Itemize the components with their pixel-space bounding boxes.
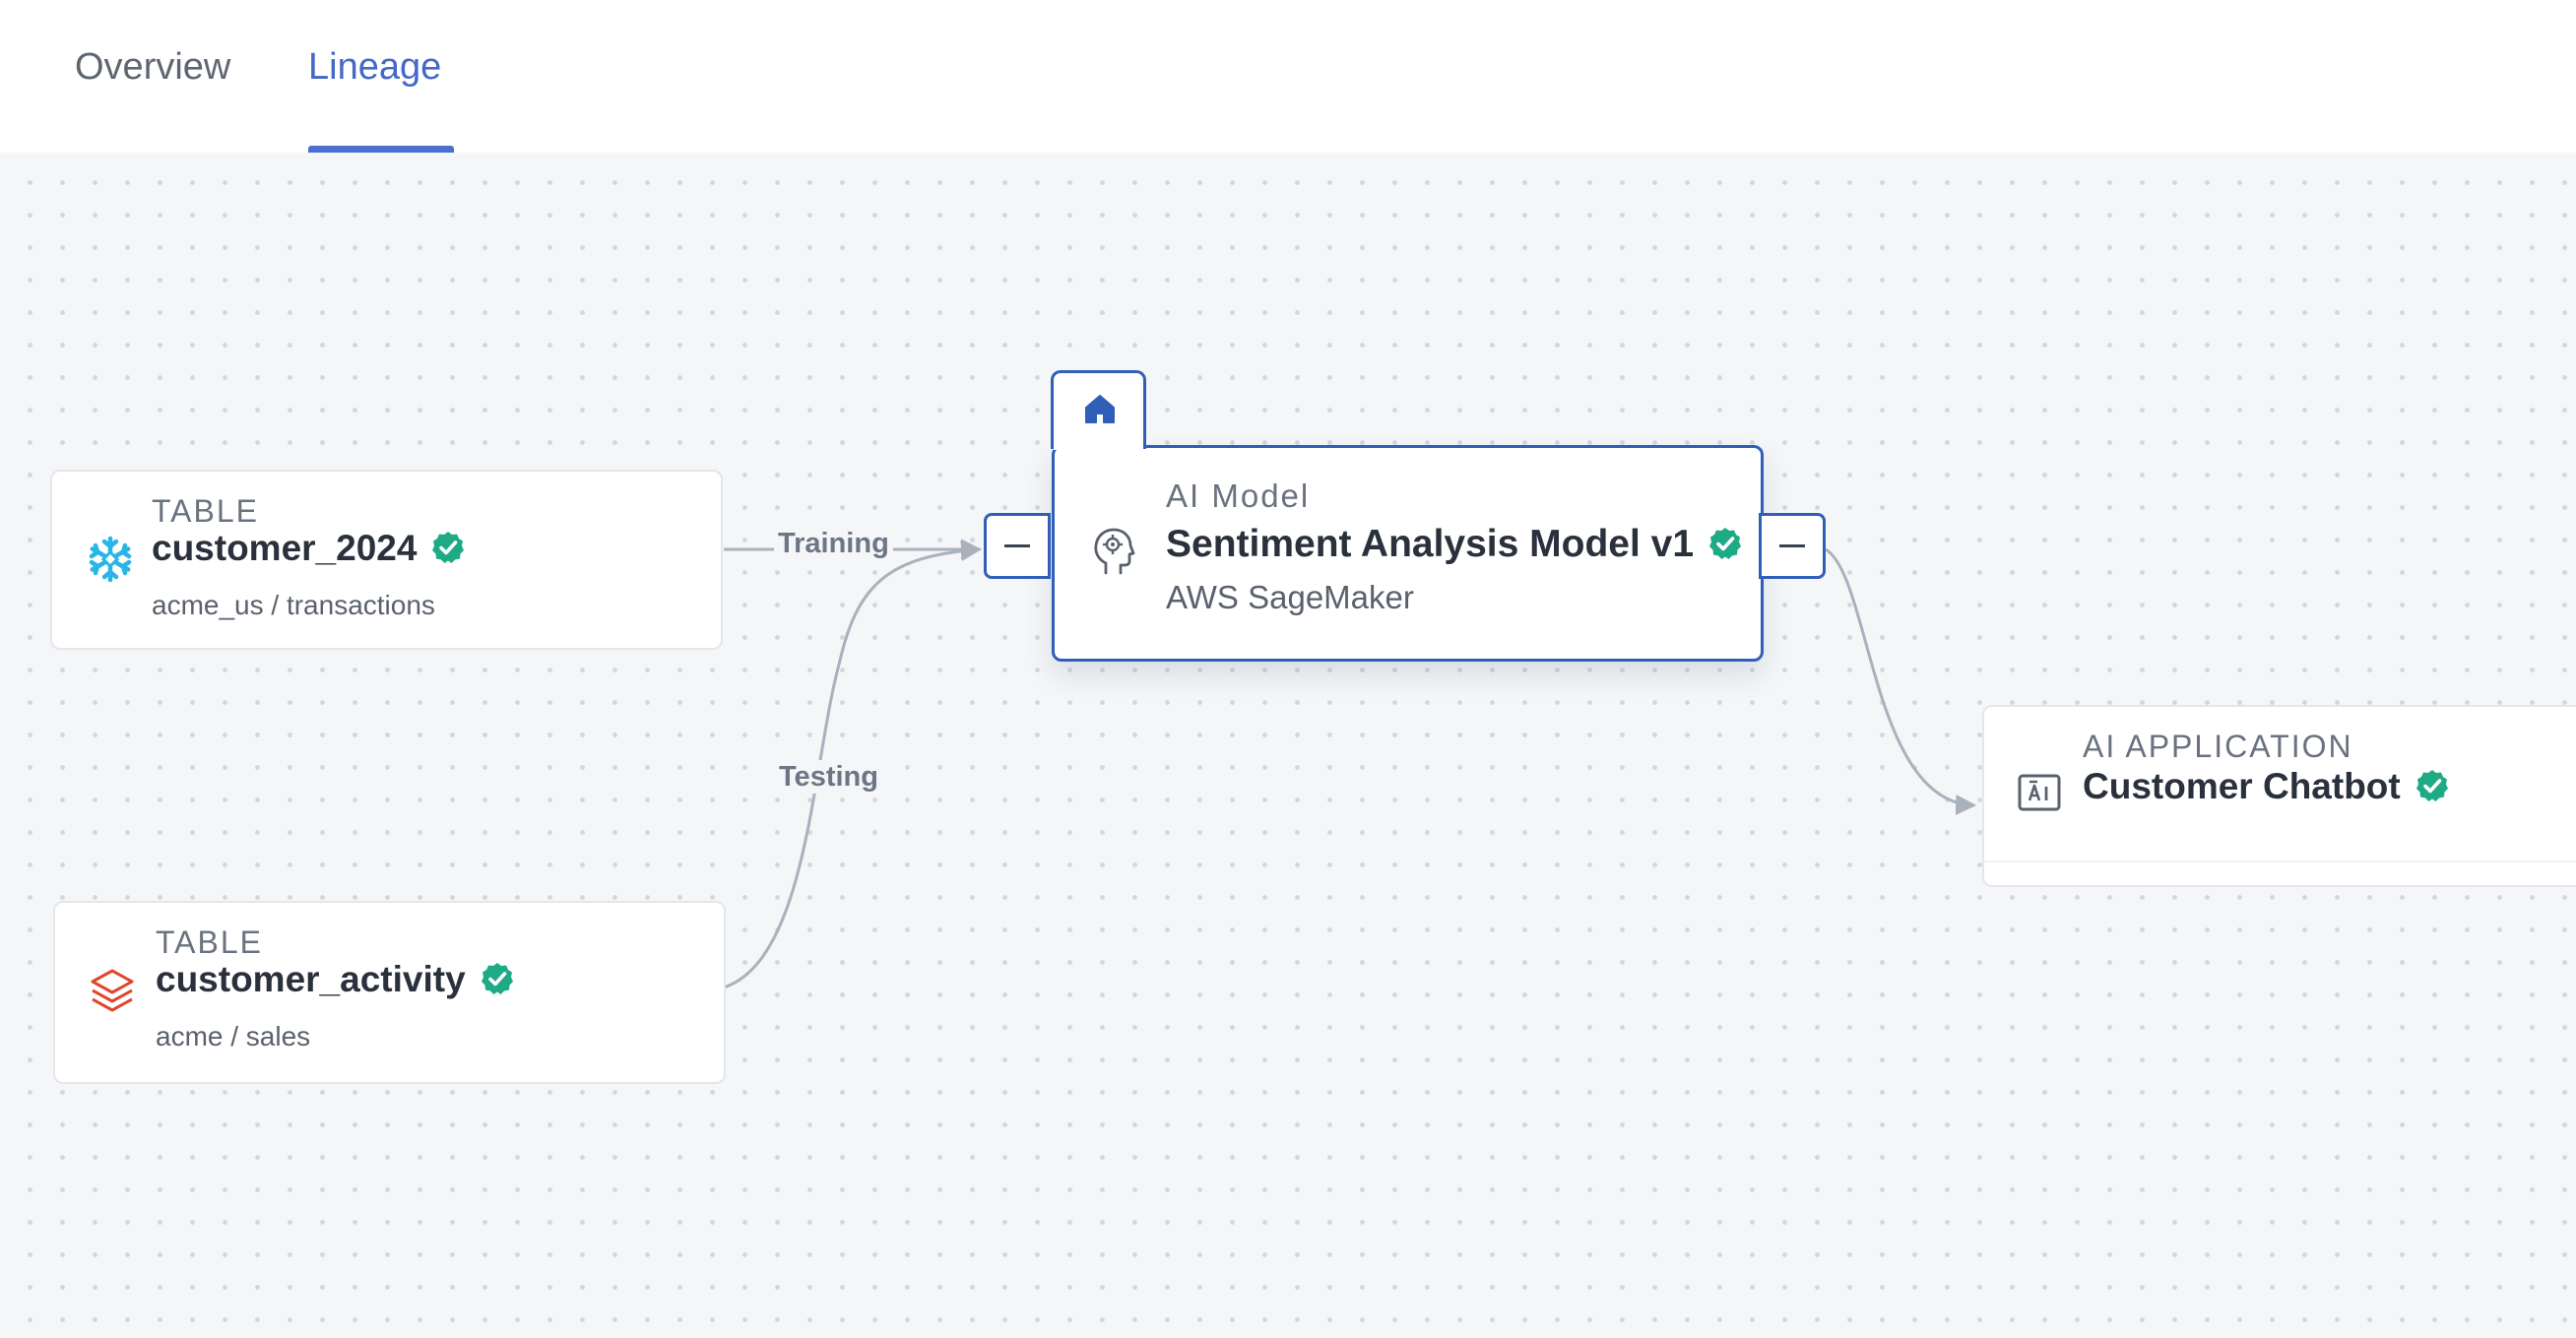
brain-head-icon bbox=[1092, 527, 1135, 581]
active-tab-indicator bbox=[308, 146, 454, 153]
node-name: customer_activity bbox=[156, 959, 515, 1000]
node-type-label: AI Model bbox=[1166, 478, 1311, 514]
tab-lineage[interactable]: Lineage bbox=[308, 46, 442, 88]
testing-edge-label: Testing bbox=[775, 760, 882, 794]
node-name: customer_2024 bbox=[152, 528, 466, 569]
snowflake-icon bbox=[86, 535, 135, 589]
tab-bar: Overview Lineage bbox=[0, 0, 2576, 153]
node-type-label: TABLE bbox=[156, 924, 263, 960]
node-customer-chatbot[interactable]: AI APPLICATION Customer Chatbot bbox=[1982, 705, 2576, 887]
node-name: Sentiment Analysis Model v1 bbox=[1166, 523, 1743, 566]
verified-badge-icon bbox=[2415, 770, 2448, 802]
collapse-upstream-button[interactable] bbox=[984, 513, 1051, 579]
home-tab-joint bbox=[1054, 442, 1143, 450]
node-customer-2024[interactable]: TABLE customer_2024 acme_us / transactio… bbox=[50, 470, 723, 650]
ai-app-icon bbox=[2018, 774, 2061, 816]
node-name: Customer Chatbot bbox=[2083, 766, 2450, 807]
verified-badge-icon bbox=[1709, 527, 1742, 559]
minus-icon bbox=[1779, 544, 1805, 547]
databricks-layers-icon bbox=[90, 967, 135, 1021]
node-type-label: AI APPLICATION bbox=[2083, 729, 2353, 764]
verified-badge-icon bbox=[481, 963, 513, 995]
home-icon bbox=[1083, 393, 1117, 429]
node-path: acme / sales bbox=[156, 1021, 311, 1051]
verified-badge-icon bbox=[432, 532, 465, 564]
minus-icon bbox=[1004, 544, 1030, 547]
node-path: AWS SageMaker bbox=[1166, 579, 1414, 615]
collapse-downstream-button[interactable] bbox=[1759, 513, 1826, 579]
node-path: acme_us / transactions bbox=[152, 590, 435, 620]
home-tab[interactable] bbox=[1051, 370, 1146, 449]
node-type-label: TABLE bbox=[152, 493, 259, 529]
tab-overview[interactable]: Overview bbox=[75, 46, 231, 88]
node-divider bbox=[1984, 860, 2576, 862]
testing-edge[interactable] bbox=[723, 540, 983, 989]
node-sentiment-model[interactable]: AI Model Sentiment Analysis Model v1 AWS… bbox=[1052, 445, 1764, 662]
node-customer-activity[interactable]: TABLE customer_activity acme / sales bbox=[53, 901, 726, 1084]
output-edge[interactable] bbox=[1825, 547, 1977, 815]
training-edge-label: Training bbox=[774, 527, 893, 560]
lineage-canvas[interactable]: Training Testing bbox=[0, 153, 2576, 1338]
